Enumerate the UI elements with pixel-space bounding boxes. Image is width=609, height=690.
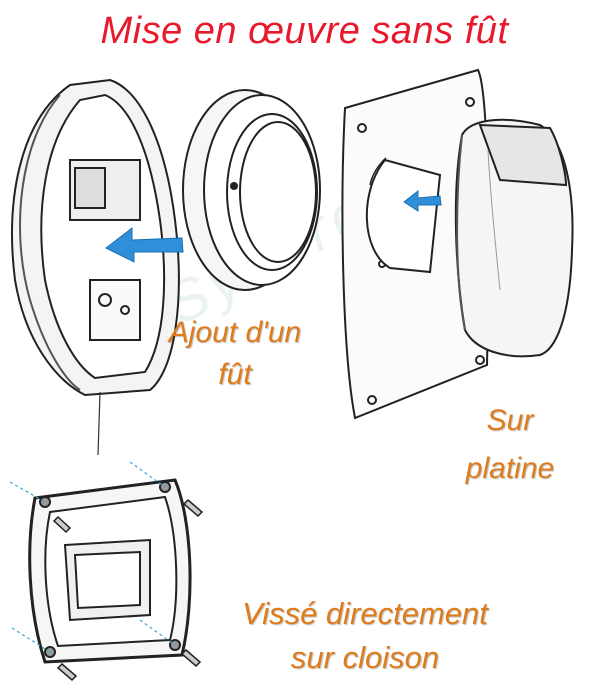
insert-arrow-left bbox=[105, 226, 184, 263]
wall-mounted-housing-drawing bbox=[28, 478, 192, 664]
caption-line: fût bbox=[218, 358, 252, 391]
caption-sur-cloison: Vissé directement sur cloison bbox=[215, 592, 515, 680]
caption-sur-platine: Sur platine bbox=[440, 397, 580, 493]
diffuser-drawing bbox=[454, 118, 574, 358]
caption-line: Sur bbox=[486, 404, 534, 437]
caption-ajout-fut: Ajout d'un fût bbox=[140, 312, 330, 396]
caption-line: Vissé directement bbox=[242, 596, 488, 631]
insert-arrow-right bbox=[403, 189, 442, 212]
wall-plate-drawing bbox=[341, 68, 490, 420]
caption-line: Ajout d'un bbox=[168, 316, 302, 349]
alignment-dashes bbox=[9, 461, 176, 653]
sleeve-ring-drawing bbox=[182, 89, 321, 291]
caption-line: platine bbox=[465, 452, 555, 485]
caption-line: sur cloison bbox=[290, 640, 440, 675]
screw-icons bbox=[52, 498, 204, 682]
page-title: Mise en œuvre sans fût bbox=[100, 10, 509, 52]
housing-open-drawing bbox=[11, 78, 180, 456]
